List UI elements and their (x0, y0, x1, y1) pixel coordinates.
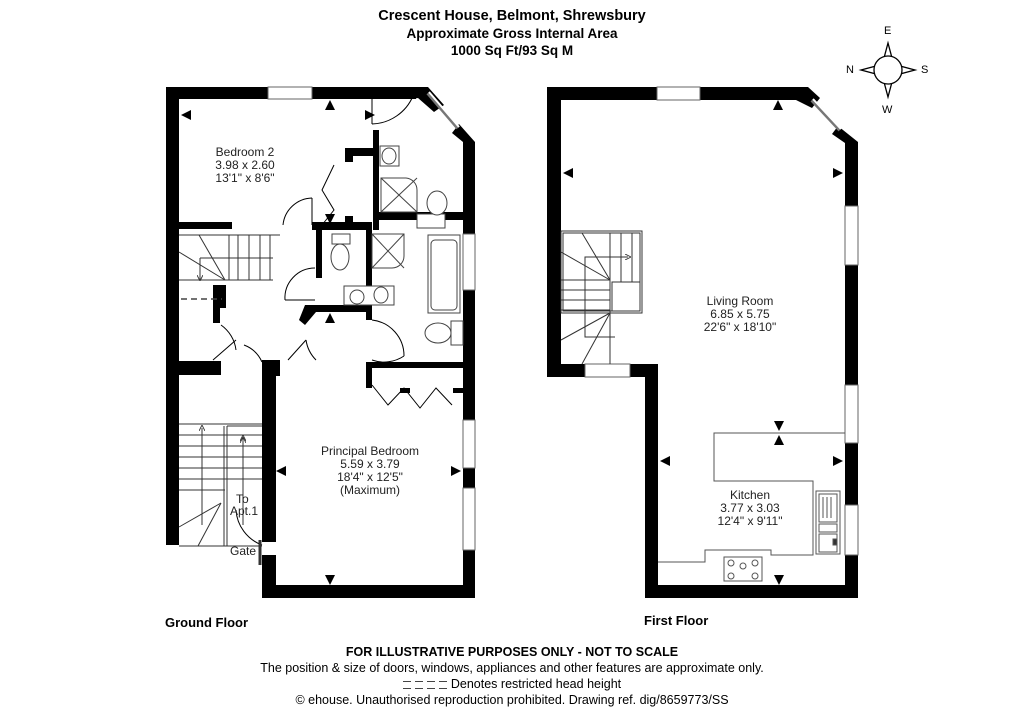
first-floor-windows (584, 86, 859, 556)
first-floor-walls (547, 87, 858, 598)
room-metric: 3.77 x 3.03 (720, 501, 780, 515)
first-floor-label: First Floor (644, 613, 709, 628)
copyright: © ehouse. Unauthorised reproduction proh… (295, 693, 729, 707)
room-label-principal-bedroom: Principal Bedroom 5.59 x 3.79 18'4" x 12… (305, 445, 435, 497)
area-subtitle: Approximate Gross Internal Area (406, 26, 618, 41)
first-floor-dimension-markers (563, 100, 843, 585)
first-floor-plan (547, 86, 859, 598)
first-floor-stairs (560, 230, 643, 365)
room-imperial: 18'4" x 12'5" (337, 470, 403, 484)
room-metric: 3.98 x 2.60 (215, 158, 275, 172)
ground-floor-label: Ground Floor (165, 615, 249, 630)
room-label-living-room: Living Room 6.85 x 5.75 22'6" x 18'10" (685, 295, 795, 334)
compass-rose-icon (858, 40, 918, 100)
room-imperial: 12'4" x 9'11" (717, 514, 783, 528)
room-label-bedroom-2: Bedroom 2 3.98 x 2.60 13'1" x 8'6" (200, 146, 290, 185)
room-name: Living Room (706, 294, 774, 308)
plan-header: Crescent House, Belmont, Shrewsbury Appr… (0, 8, 1024, 59)
ground-floor-stairs-lower (178, 423, 262, 565)
compass-north-label: N (846, 64, 854, 76)
property-title: Crescent House, Belmont, Shrewsbury (378, 8, 646, 24)
plan-footer: FOR ILLUSTRATIVE PURPOSES ONLY - NOT TO … (0, 644, 1024, 708)
approximation-note: The position & size of doors, windows, a… (260, 661, 764, 675)
stairs-destination-label: Apt.1 (230, 504, 259, 518)
room-note: (Maximum) (340, 483, 400, 497)
ground-floor-fixtures (330, 145, 464, 346)
compass-west-label: W (882, 104, 893, 116)
room-name: Kitchen (729, 488, 771, 502)
ground-floor-walls (166, 87, 475, 598)
room-imperial: 13'1" x 8'6" (215, 171, 275, 185)
ground-floor-windows (267, 86, 476, 551)
compass-east-label: E (884, 25, 892, 37)
legend-text: Denotes restricted head height (450, 677, 622, 691)
area-value: 1000 Sq Ft/93 Sq M (450, 43, 574, 58)
room-imperial: 22'6" x 18'10" (703, 320, 777, 334)
stairs-to-label: To (236, 492, 249, 506)
room-metric: 5.59 x 3.79 (340, 457, 400, 471)
kitchen-units (658, 432, 845, 582)
room-label-kitchen: Kitchen 3.77 x 3.03 12'4" x 9'11" (700, 489, 800, 528)
restricted-head-height-legend-icon (402, 680, 447, 689)
legend: Denotes restricted head height (0, 676, 1024, 692)
compass-south-label: S (921, 64, 929, 76)
ground-floor-stairs-upper (178, 234, 280, 280)
room-metric: 6.85 x 5.75 (710, 307, 770, 321)
ground-floor-dimension-markers (181, 100, 461, 585)
disclaimer: FOR ILLUSTRATIVE PURPOSES ONLY - NOT TO … (345, 645, 679, 659)
ground-floor-doors (212, 95, 453, 546)
room-name: Principal Bedroom (320, 444, 420, 458)
gate-label: Gate (230, 544, 257, 558)
room-name: Bedroom 2 (215, 145, 275, 159)
ground-floor-plan (166, 86, 476, 598)
